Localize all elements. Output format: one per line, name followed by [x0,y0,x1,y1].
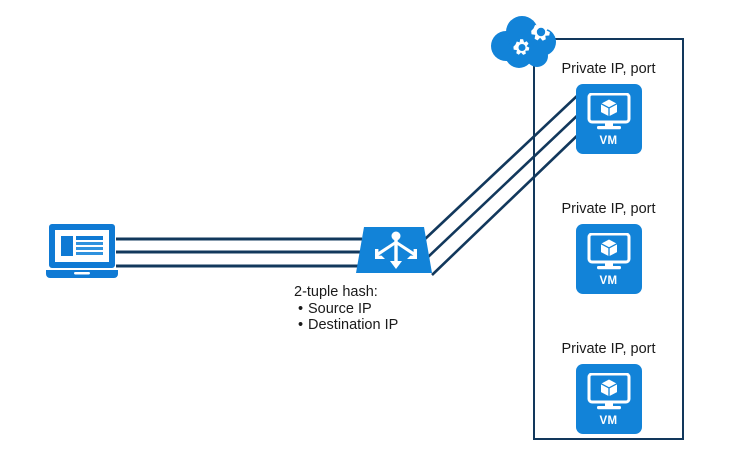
hash-bullet-label: Source IP [308,300,372,317]
vm-private-ip-label: Private IP, port [561,61,656,77]
vm-monitor-cube-icon [587,93,630,130]
vm-monitor-cube-icon [587,233,630,270]
vm-monitor-cube-icon [587,373,630,410]
vm-group-1: Private IP, port VM [533,60,684,154]
bullet-glyph: • [298,300,304,317]
hash-annotation: 2-tuple hash: •Source IP •Destination IP [294,284,494,334]
vm-tile-3[interactable]: VM [575,364,642,434]
vm-private-ip-label: Private IP, port [561,201,656,217]
bullet-glyph: • [298,317,304,333]
vm-tile-text: VM [599,415,618,427]
hash-heading: 2-tuple hash: [294,284,378,300]
vm-private-ip-label: Private IP, port [561,341,656,357]
vm-group-2: Private IP, port VM [533,200,684,294]
hash-bullet-source-ip: •Source IP [294,301,494,318]
hash-bullet-destination-ip: •Destination IP [294,317,494,334]
laptop-icon [46,224,118,278]
vm-group-3: Private IP, port VM [533,340,684,434]
vm-tile-1[interactable]: VM [575,84,642,154]
vm-tile-text: VM [599,135,618,147]
vm-tile-2[interactable]: VM [575,224,642,294]
vm-tile-text: VM [599,275,618,287]
load-balancer-icon [356,227,432,273]
cloud-gears-icon [491,16,556,68]
hash-bullet-label: Destination IP [308,317,399,333]
